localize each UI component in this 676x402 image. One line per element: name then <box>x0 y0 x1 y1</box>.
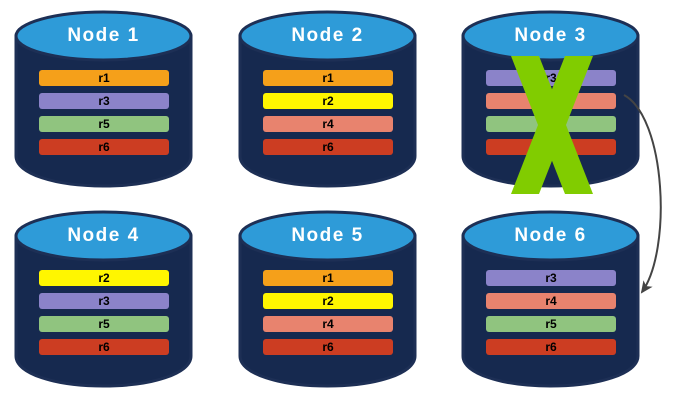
record-bar[interactable]: r2 <box>263 93 393 109</box>
record-bar[interactable]: r5 <box>39 116 169 132</box>
record-bar[interactable]: r4 <box>263 116 393 132</box>
record-list: r3 r4 r5 r6 <box>486 270 616 362</box>
record-list: r3 r4 r5 r6 <box>486 70 616 162</box>
record-bar[interactable]: r1 <box>39 70 169 86</box>
record-bar[interactable]: r6 <box>39 139 169 155</box>
record-list: r1 r2 r4 r6 <box>263 70 393 162</box>
record-list: r1 r3 r5 r6 <box>39 70 169 162</box>
record-bar[interactable]: r6 <box>263 139 393 155</box>
record-bar[interactable]: r3 <box>39 293 169 309</box>
record-list: r1 r2 r4 r6 <box>263 270 393 362</box>
record-bar[interactable]: r1 <box>263 70 393 86</box>
record-bar[interactable]: r6 <box>263 339 393 355</box>
cylinder-top <box>238 210 417 262</box>
cylinder-top <box>14 10 193 62</box>
cylinder-top <box>14 210 193 262</box>
record-bar[interactable]: r4 <box>263 316 393 332</box>
record-bar[interactable]: r6 <box>486 339 616 355</box>
record-bar[interactable]: r4 <box>486 293 616 309</box>
cylinder-top <box>238 10 417 62</box>
record-bar[interactable]: r3 <box>486 70 616 86</box>
record-bar[interactable]: r1 <box>263 270 393 286</box>
record-bar[interactable]: r2 <box>263 293 393 309</box>
record-bar[interactable]: r4 <box>486 93 616 109</box>
record-bar[interactable]: r5 <box>486 316 616 332</box>
cylinder-top <box>461 10 640 62</box>
record-bar[interactable]: r6 <box>39 339 169 355</box>
record-bar[interactable]: r5 <box>486 116 616 132</box>
record-bar[interactable]: r6 <box>486 139 616 155</box>
cylinder-top <box>461 210 640 262</box>
record-list: r2 r3 r5 r6 <box>39 270 169 362</box>
record-bar[interactable]: r3 <box>39 93 169 109</box>
record-bar[interactable]: r2 <box>39 270 169 286</box>
record-bar[interactable]: r5 <box>39 316 169 332</box>
record-bar[interactable]: r3 <box>486 270 616 286</box>
